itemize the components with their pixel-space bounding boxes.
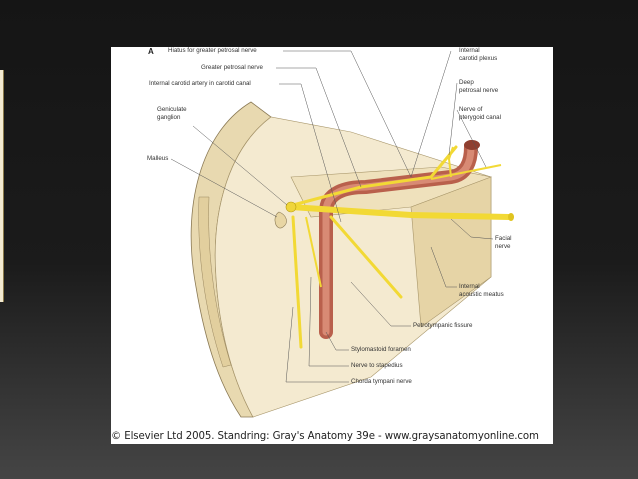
descending-branch	[329, 215, 403, 299]
label-petrotympanic: Petrotympanic fissure	[413, 322, 473, 329]
anatomy-diagram	[170, 50, 514, 418]
geniculate-ganglion	[285, 201, 297, 213]
anatomy-figure: A Hiatus for greater petrosal nerve Grea…	[111, 47, 553, 444]
facial-nerve	[288, 204, 514, 220]
figure-letter: A	[148, 47, 154, 56]
copyright-text: © Elsevier Ltd 2005. Standring: Gray's A…	[111, 431, 539, 442]
label-internal-carotid-canal: Internal carotid artery in carotid canal	[149, 80, 251, 87]
label-stylomastoid: Stylomastoid foramen	[351, 346, 411, 353]
label-malleus: Malleus	[147, 155, 169, 162]
label-greater-petrosal: Greater petrosal nerve	[201, 64, 263, 71]
chorda-tympani-nerve	[291, 215, 303, 349]
leader-lines	[170, 50, 494, 383]
nerve-to-stapedius	[305, 216, 322, 288]
label-chorda: Chorda tympani nerve	[351, 378, 412, 385]
greater-petrosal-nerve	[291, 145, 458, 207]
label-facial: Facial nerve	[495, 235, 512, 250]
label-acoustic: Internal acoustic meatus	[459, 283, 504, 298]
label-internal-carotid-plexus: Internal carotid plexus	[459, 47, 498, 62]
facial-nerve-end	[508, 213, 514, 221]
bone-cut-edge	[198, 196, 232, 368]
label-hiatus: Hiatus for greater petrosal nerve	[168, 47, 257, 54]
deep-petrosal-nerve	[447, 146, 454, 178]
label-pterygoid: Nerve of pterygoid canal	[459, 106, 501, 121]
malleus-shape	[274, 211, 287, 229]
label-geniculate: Geniculate ganglion	[157, 106, 187, 121]
pterygoid-nerve	[430, 164, 502, 180]
side-thumbnail	[0, 70, 4, 302]
artery-lumen	[464, 140, 480, 150]
label-stapedius: Nerve to stapedius	[351, 362, 403, 369]
label-deep-petrosal: Deep petrosal nerve	[459, 79, 499, 94]
